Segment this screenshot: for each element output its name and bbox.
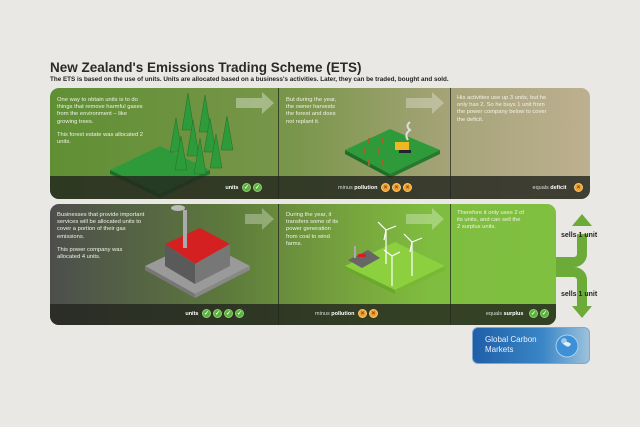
divider: [278, 88, 279, 199]
power-step1-text: Businesses that provide important servic…: [57, 212, 145, 261]
power-illustrations: [145, 205, 445, 298]
forest-step1-text: One way to obtain units is to do things …: [57, 97, 144, 146]
arrow-down-icon: [572, 306, 592, 318]
arrow-up-icon: [572, 214, 592, 226]
power-pollution: minus pollution ××: [315, 309, 378, 318]
arrow-icon: [406, 92, 444, 114]
page-subtitle: The ETS is based on the use of units. Un…: [50, 76, 449, 83]
forest-units: units ✓✓: [225, 183, 262, 192]
divider: [450, 88, 451, 199]
arrow-icon: [406, 208, 444, 230]
power-surplus: equals surplus ✓✓: [485, 309, 549, 318]
divider: [450, 204, 451, 325]
globe-icon: [555, 334, 579, 358]
power-footer: units ✓✓✓✓ minus pollution ×× equals sur…: [50, 304, 556, 325]
forest-panel: One way to obtain units is to do things …: [50, 88, 590, 199]
forest-deficit: equals deficit ×: [533, 183, 583, 192]
sells-down-label: sells 1 unit: [561, 291, 598, 298]
wind-farm-icon: [345, 221, 445, 294]
arrow-icon: [245, 208, 274, 230]
sells-up-label: sells 1 unit: [561, 232, 598, 239]
sell-arrows: [556, 214, 592, 318]
global-carbon-markets-box: Global Carbon Markets: [472, 327, 590, 364]
power-step2-text: During the year, it transfers some of it…: [286, 212, 339, 247]
market-label: Global Carbon Markets: [485, 335, 537, 354]
harvested-plot-icon: [345, 121, 440, 178]
forest-pollution: minus pollution ×××: [338, 183, 412, 192]
forest-step2-text: But during the year, the owner harvests …: [286, 97, 337, 125]
divider: [278, 204, 279, 325]
factory-icon: [145, 205, 250, 298]
page-title: New Zealand's Emissions Trading Scheme (…: [50, 60, 362, 75]
forest-step3-text: His activities use up 3 units, but he on…: [457, 95, 547, 123]
forest-footer: units ✓✓ minus pollution ××× equals defi…: [50, 176, 590, 199]
arrow-icon: [236, 92, 274, 114]
power-step3-text: Therefore it only uses 2 of its units, a…: [457, 210, 525, 231]
power-panel: Businesses that provide important servic…: [50, 204, 556, 325]
power-units: units ✓✓✓✓: [185, 309, 244, 318]
bulldozer-icon: [395, 142, 409, 150]
